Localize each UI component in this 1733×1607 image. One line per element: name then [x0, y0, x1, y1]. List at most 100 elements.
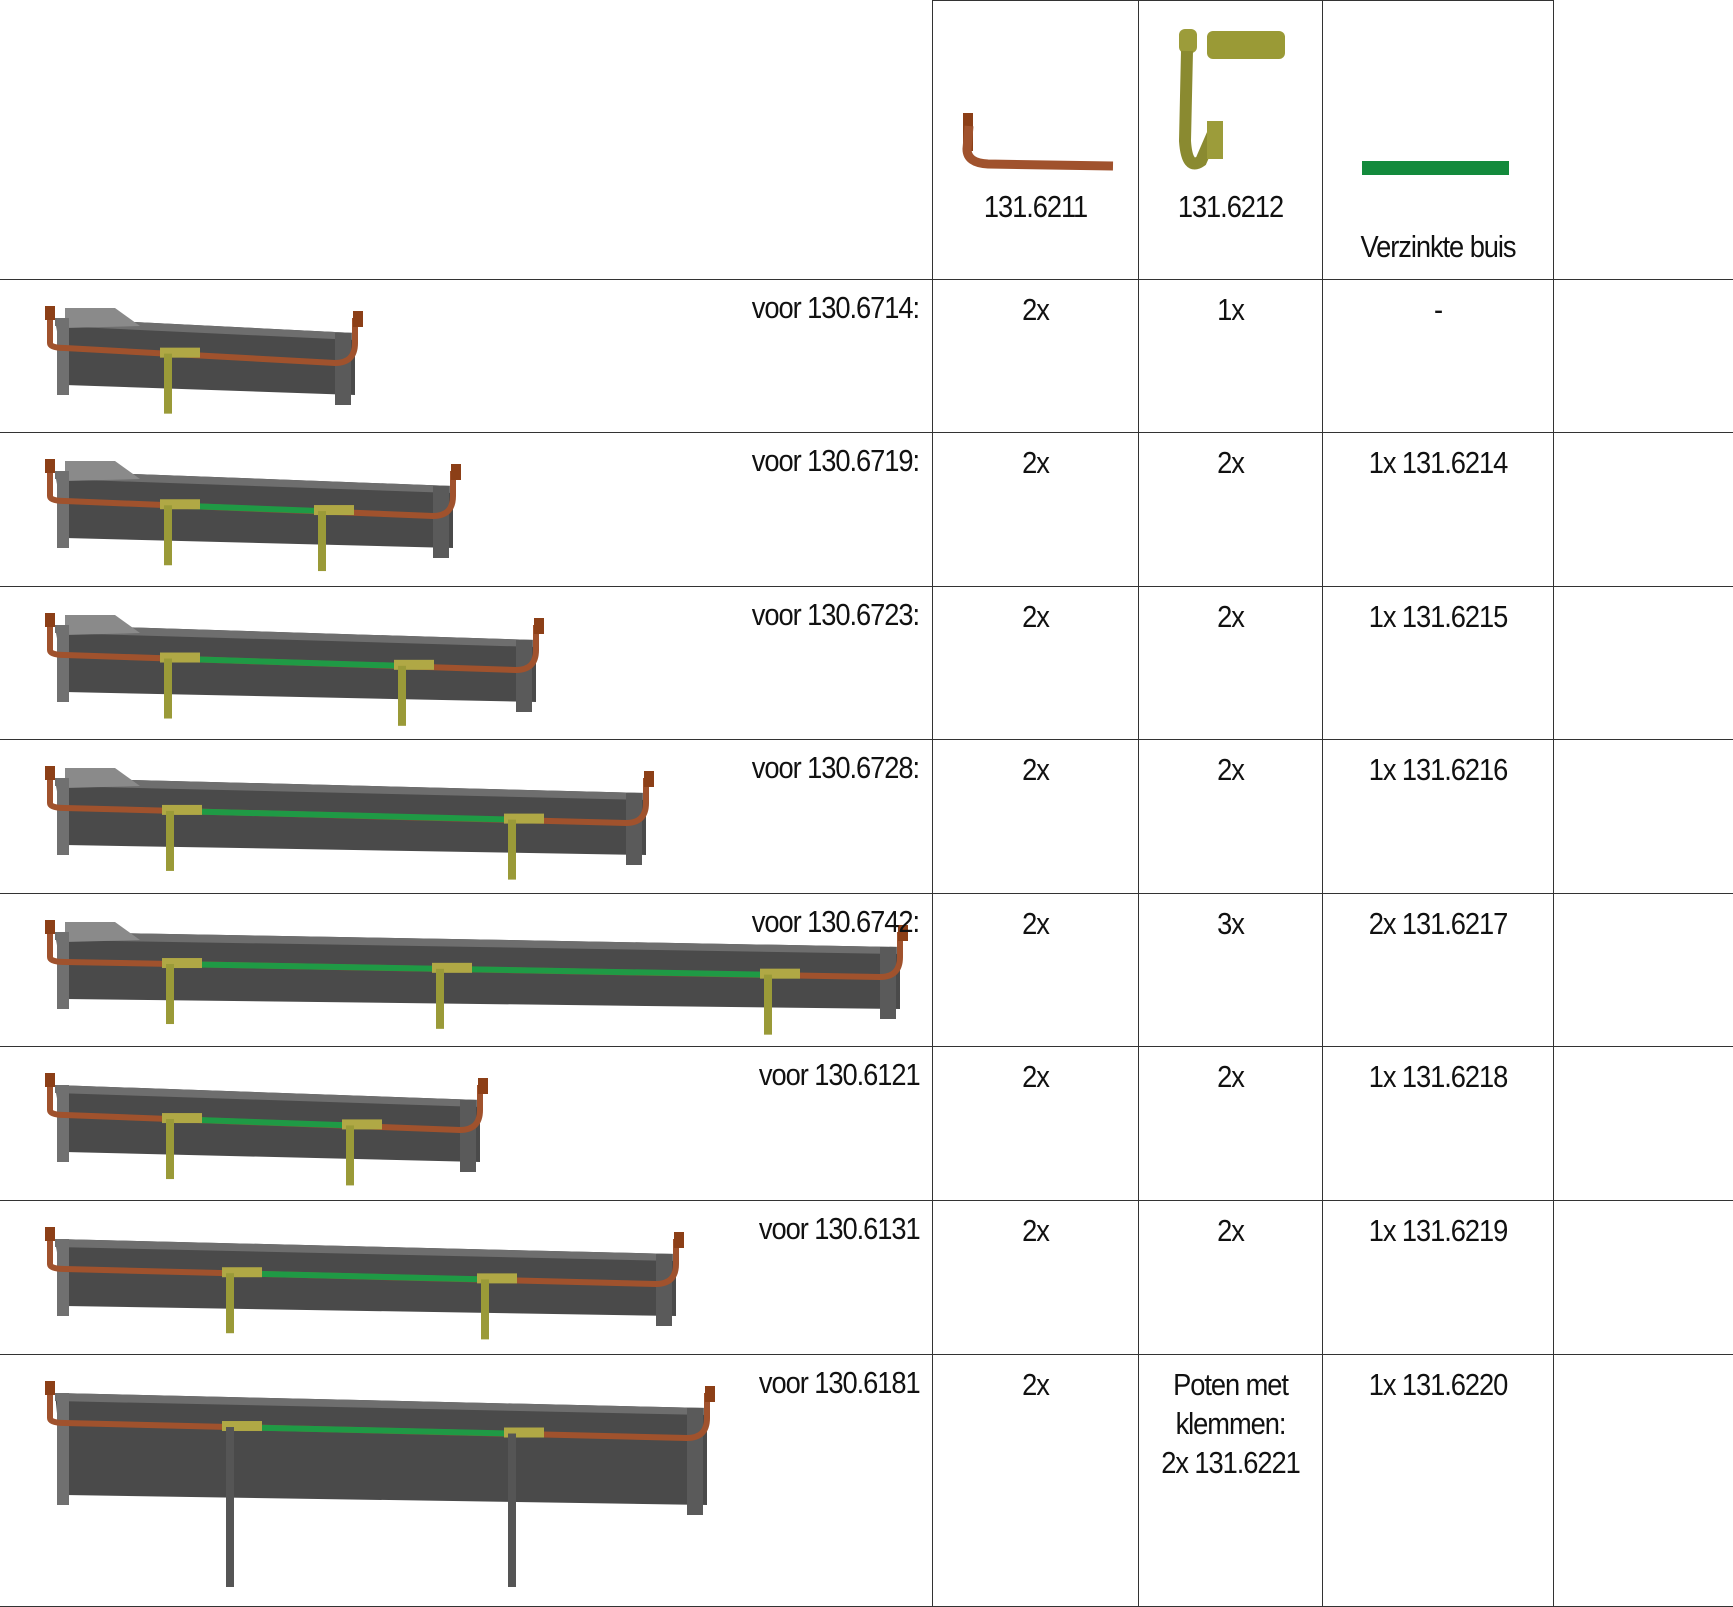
empty-cell: [1552, 279, 1733, 433]
leg-clamp: [504, 813, 544, 824]
leg: [164, 505, 172, 566]
header-row: 131.6211 131.6212 Verzinkte buis: [0, 0, 1733, 280]
trough-hopper: [65, 615, 140, 635]
leg: [164, 658, 172, 719]
leg-clamp: [222, 1421, 262, 1432]
bracket-plate: [45, 1381, 55, 1395]
part-quantity: 2x: [1021, 599, 1050, 634]
trough-rim: [55, 1393, 707, 1415]
empty-cell: [1552, 1200, 1733, 1355]
part-number-label: 131.6211: [983, 189, 1087, 224]
model-label: voor 130.6719:: [752, 443, 920, 478]
leg: [346, 1125, 354, 1186]
bracket-plate: [705, 1386, 715, 1402]
model-label: voor 130.6728:: [752, 750, 920, 785]
bracket-plate: [45, 766, 55, 780]
trough-cell: voor 130.6181: [0, 1354, 933, 1607]
trough-end-right: [687, 1408, 703, 1515]
trough-rim: [55, 1085, 480, 1107]
part-quantity: Poten met: [1172, 1367, 1289, 1402]
part-quantity: 2x: [1021, 1213, 1050, 1248]
pipe-quantity: 1x 131.6220: [1368, 1367, 1508, 1402]
trough-cell: voor 130.6742:: [0, 893, 933, 1047]
quantity-cell: 2x: [931, 1046, 1139, 1201]
leg: [764, 974, 772, 1035]
quantity-cell: 2x: [931, 432, 1139, 587]
empty-cell: [1552, 893, 1733, 1047]
leg-clamp: [477, 1273, 517, 1284]
pipe-quantity: 1x 131.6218: [1368, 1059, 1508, 1094]
trough-end-left: [57, 932, 69, 1009]
model-label: voor 130.6723:: [752, 597, 920, 632]
leg-clamp: [314, 505, 354, 516]
bracket-plate: [478, 1078, 488, 1094]
part-quantity: 2x: [1021, 906, 1050, 941]
galvanized-pipe-icon: [1361, 161, 1509, 175]
trough-cell: voor 130.6131: [0, 1200, 933, 1355]
trough-end-left: [57, 625, 69, 702]
pipe-quantity: 1x 131.6216: [1368, 752, 1508, 787]
galvanized-pipe: [167, 655, 403, 669]
leg-clamp: [504, 1427, 544, 1438]
trough-rim: [55, 625, 536, 647]
trough-end-right: [656, 1254, 672, 1326]
leg-clamp: [162, 1113, 202, 1124]
trough-illustration: [45, 920, 908, 1035]
trough-illustration: [45, 1227, 684, 1340]
trough-end-right: [460, 1100, 476, 1172]
trough-illustration: [45, 613, 544, 726]
leg-clamp: [760, 968, 800, 979]
part-quantity: 2x: [1021, 1367, 1050, 1402]
trough-cell: voor 130.6723:: [0, 586, 933, 740]
leg-clamp: [162, 804, 202, 815]
trough-cell: voor 130.6121: [0, 1046, 933, 1201]
trough-end-right: [626, 793, 642, 865]
quantity-cell: 2x: [931, 739, 1139, 894]
quantity-cell: 2x: [931, 586, 1139, 740]
quantity-cell: -: [1321, 279, 1554, 433]
quantity-cell: 1x: [1137, 279, 1323, 433]
quantity-cell: 2x: [931, 1354, 1139, 1607]
leg: [508, 1433, 516, 1587]
galvanized-pipe: [169, 807, 513, 823]
leg-clamp: [160, 499, 200, 510]
bracket-plate: [45, 613, 55, 627]
trough-hopper: [65, 308, 140, 328]
empty-cell: [1552, 739, 1733, 894]
leg: [226, 1273, 234, 1334]
part-quantity: 2x: [1216, 1213, 1245, 1248]
trough-cell: voor 130.6728:: [0, 739, 933, 894]
part-quantity: 2x: [1216, 445, 1245, 480]
trough-hopper: [65, 922, 140, 942]
trough-end-right: [516, 640, 532, 712]
part-quantity: 2x: [1021, 445, 1050, 480]
pipe-quantity: 1x 131.6215: [1368, 599, 1508, 634]
leg-clamp: [342, 1119, 382, 1130]
bracket-plate: [45, 459, 55, 473]
trough-cell: voor 130.6714:: [0, 279, 933, 433]
trough-cell: voor 130.6719:: [0, 432, 933, 587]
trough-illustration: [45, 766, 654, 880]
leg: [166, 1119, 174, 1180]
trough-end-left: [57, 318, 69, 395]
header-cell-131-6212: 131.6212: [1137, 0, 1323, 280]
model-label: voor 130.6181: [758, 1365, 921, 1400]
leg: [436, 968, 444, 1029]
part-quantity: 2x: [1021, 1059, 1050, 1094]
quantity-cell: 2x 131.6217: [1321, 893, 1554, 1047]
leg: [481, 1279, 489, 1340]
empty-cell: [1552, 1354, 1733, 1607]
part-quantity: 2x: [1021, 752, 1050, 787]
part-quantity: 1x: [1216, 292, 1245, 327]
bracket-plate: [534, 618, 544, 634]
bracket-plate: [45, 1227, 55, 1241]
bracket-plate: [898, 925, 908, 941]
elbow-bracket-icon: [961, 113, 1113, 171]
trough-end-left: [57, 1239, 69, 1316]
quantity-cell: 2x: [1137, 739, 1323, 894]
trough-illustration: [45, 1381, 715, 1587]
trough-rim: [55, 778, 646, 800]
leg: [166, 964, 174, 1025]
